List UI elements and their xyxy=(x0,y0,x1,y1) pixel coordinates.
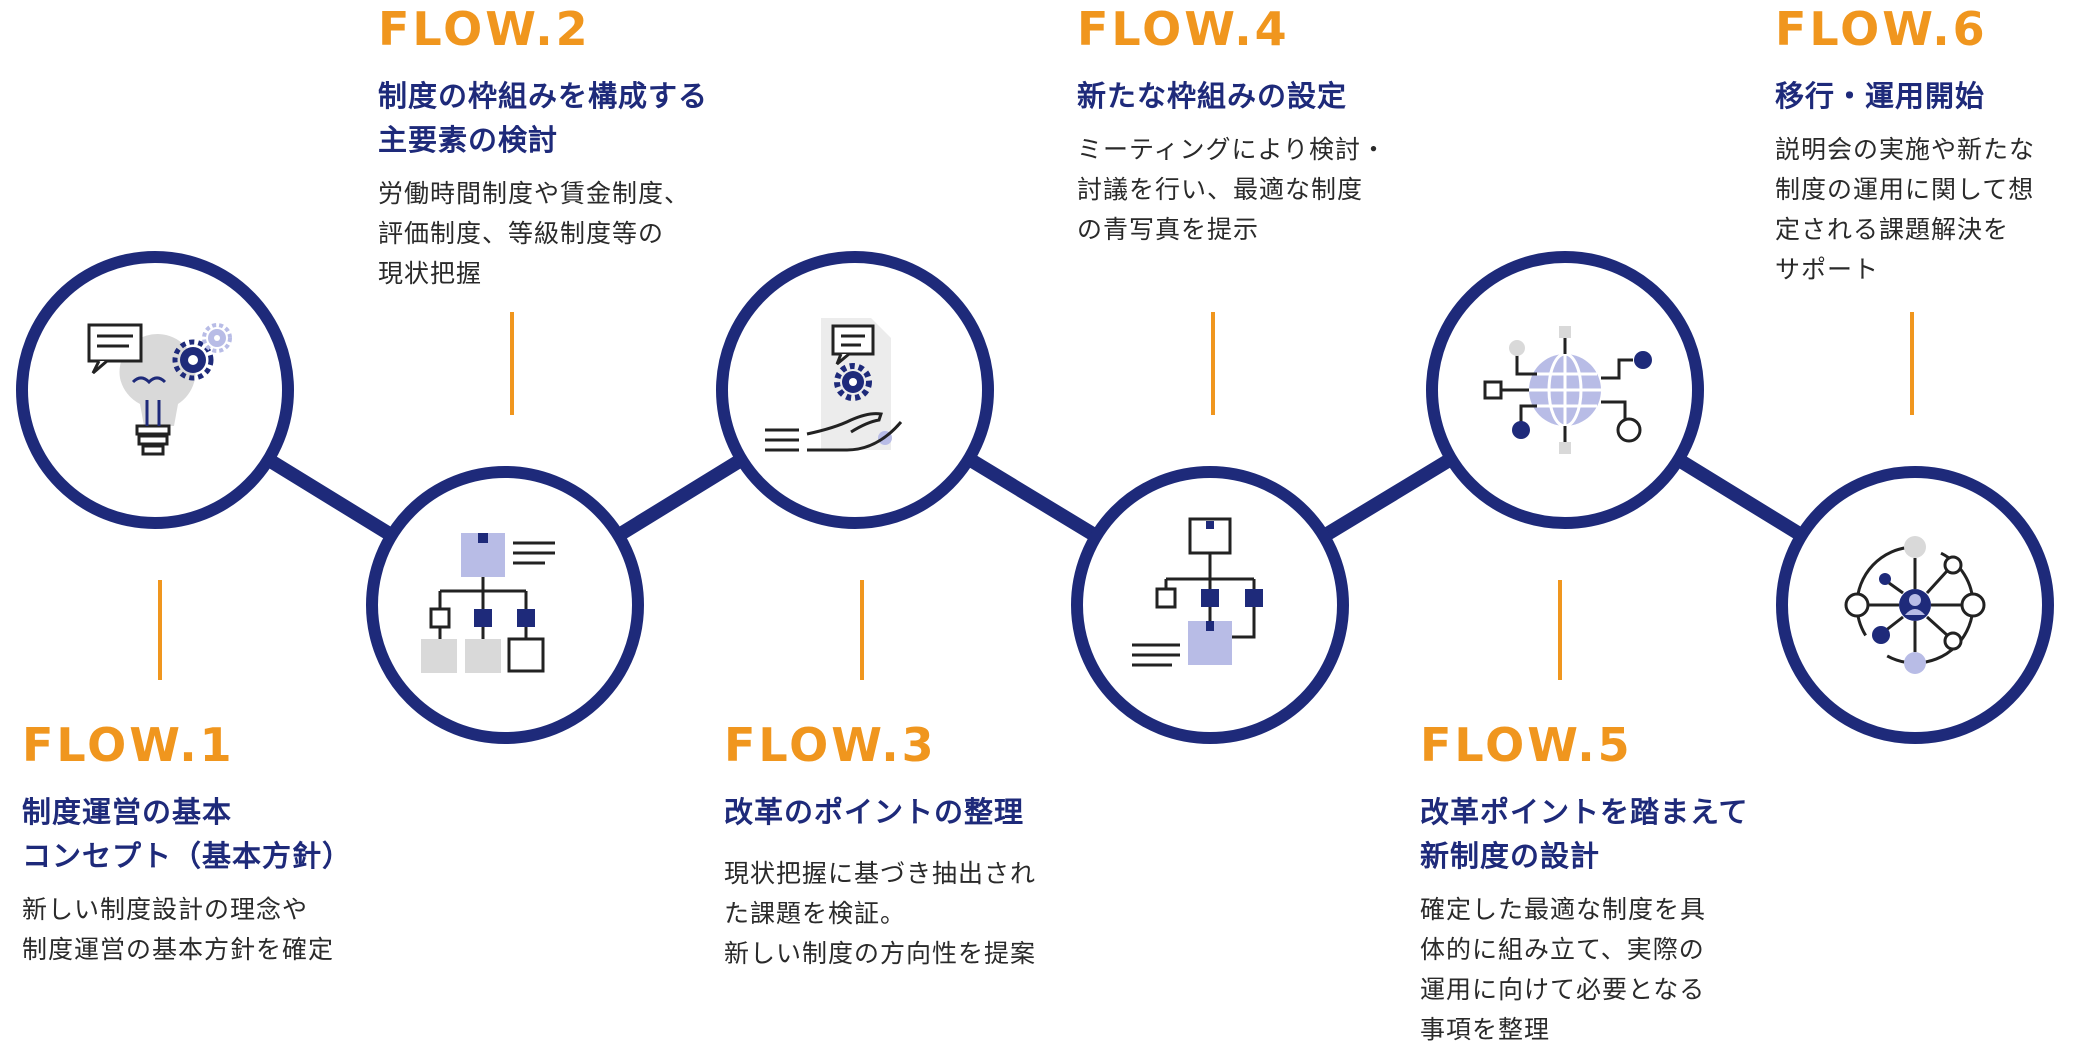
flow-title-4: 新たな枠組みの設定 xyxy=(1077,74,1497,118)
globe-network-icon xyxy=(1483,326,1652,454)
flow-label-4: FLOW.4 xyxy=(1077,2,1290,56)
flow-label-1: FLOW.1 xyxy=(22,718,235,772)
flow-title-line: 主要素の検討 xyxy=(378,123,559,157)
lightbulb-gears-icon xyxy=(87,323,232,456)
flow-desc-line: 制度運営の基本方針を確定 xyxy=(22,935,335,964)
flow-desc-line: た課題を検証。 xyxy=(724,899,907,928)
flow-desc-line: 新しい制度設計の理念や xyxy=(22,895,309,924)
flow-desc-line: 現状把握 xyxy=(378,259,483,288)
flow-step-4: FLOW.4 新たな枠組みの設定 ミーティングにより検討・ 討議を行い、最適な制… xyxy=(1077,6,1497,250)
org-chart-icon xyxy=(421,533,555,673)
flow-desc-6: 説明会の実施や新たな 制度の運用に関して想 定される課題解決を サポート xyxy=(1775,130,2075,290)
flow-label-3: FLOW.3 xyxy=(724,718,937,772)
flow-title-line: 新たな枠組みの設定 xyxy=(1077,79,1348,113)
flow-desc-line: ミーティングにより検討・ xyxy=(1077,135,1388,164)
flowchart-icon xyxy=(1132,517,1263,667)
flow-step-2: FLOW.2 制度の枠組みを構成する 主要素の検討 労働時間制度や賃金制度、 評… xyxy=(378,6,798,294)
step-circle-2 xyxy=(366,466,644,744)
flow-desc-line: 説明会の実施や新たな xyxy=(1775,135,2036,164)
flow-label-5: FLOW.5 xyxy=(1420,718,1633,772)
flow-step-6: FLOW.6 移行・運用開始 説明会の実施や新たな 制度の運用に関して想 定され… xyxy=(1775,6,2075,290)
flow-title-line: 新制度の設計 xyxy=(1420,839,1601,873)
flow-desc-line: 定される課題解決を xyxy=(1775,215,2010,244)
people-network-icon xyxy=(1844,536,1986,674)
flow-desc-line: 労働時間制度や賃金制度、 xyxy=(378,179,691,208)
flow-desc-5: 確定した最適な制度を具 体的に組み立て、実際の 運用に向けて必要となる 事項を整… xyxy=(1420,890,1860,1050)
flow-desc-line: 新しい制度の方向性を提案 xyxy=(724,939,1037,968)
flow-desc-4: ミーティングにより検討・ 討議を行い、最適な制度 の青写真を提示 xyxy=(1077,130,1497,250)
flow-desc-line: の青写真を提示 xyxy=(1077,215,1260,244)
flow-title-line: 改革のポイントの整理 xyxy=(724,795,1025,829)
flow-desc-line: 制度の運用に関して想 xyxy=(1775,175,2035,204)
flow-title-line: 制度運営の基本 xyxy=(22,795,233,829)
flow-title-2: 制度の枠組みを構成する 主要素の検討 xyxy=(378,74,798,162)
flow-desc-line: サポート xyxy=(1775,255,1880,284)
flow-title-line: 制度の枠組みを構成する xyxy=(378,79,709,113)
flow-desc-line: 確定した最適な制度を具 xyxy=(1420,895,1707,924)
flow-desc-line: 運用に向けて必要となる xyxy=(1420,975,1706,1004)
flow-title-1: 制度運営の基本 コンセプト（基本方針） xyxy=(22,790,442,878)
flow-desc-2: 労働時間制度や賃金制度、 評価制度、等級制度等の 現状把握 xyxy=(378,174,798,294)
document-hand-icon xyxy=(765,318,903,452)
flow-label-2: FLOW.2 xyxy=(378,2,591,56)
flow-step-5: FLOW.5 改革ポイントを踏まえて 新制度の設計 確定した最適な制度を具 体的… xyxy=(1420,722,1860,1050)
flow-desc-line: 討議を行い、最適な制度 xyxy=(1077,175,1364,204)
flow-desc-line: 現状把握に基づき抽出され xyxy=(724,859,1037,888)
flow-desc-line: 体的に組み立て、実際の xyxy=(1420,935,1705,964)
flow-title-line: コンセプト（基本方針） xyxy=(22,839,353,873)
flow-title-6: 移行・運用開始 xyxy=(1775,74,2075,118)
flow-title-3: 改革のポイントの整理 xyxy=(724,790,1144,834)
flow-desc-line: 評価制度、等級制度等の xyxy=(378,219,665,248)
flow-label-6: FLOW.6 xyxy=(1775,2,1988,56)
flow-step-1: FLOW.1 制度運営の基本 コンセプト（基本方針） 新しい制度設計の理念や 制… xyxy=(22,722,442,970)
flow-title-line: 改革ポイントを踏まえて xyxy=(1420,795,1749,829)
flow-desc-3: 現状把握に基づき抽出され た課題を検証。 新しい制度の方向性を提案 xyxy=(724,854,1144,974)
flow-step-3: FLOW.3 改革のポイントの整理 現状把握に基づき抽出され た課題を検証。 新… xyxy=(724,722,1144,974)
flow-title-line: 移行・運用開始 xyxy=(1775,79,1986,113)
flow-desc-1: 新しい制度設計の理念や 制度運営の基本方針を確定 xyxy=(22,890,442,970)
flow-desc-line: 事項を整理 xyxy=(1420,1015,1551,1044)
flow-title-5: 改革ポイントを踏まえて 新制度の設計 xyxy=(1420,790,1860,878)
